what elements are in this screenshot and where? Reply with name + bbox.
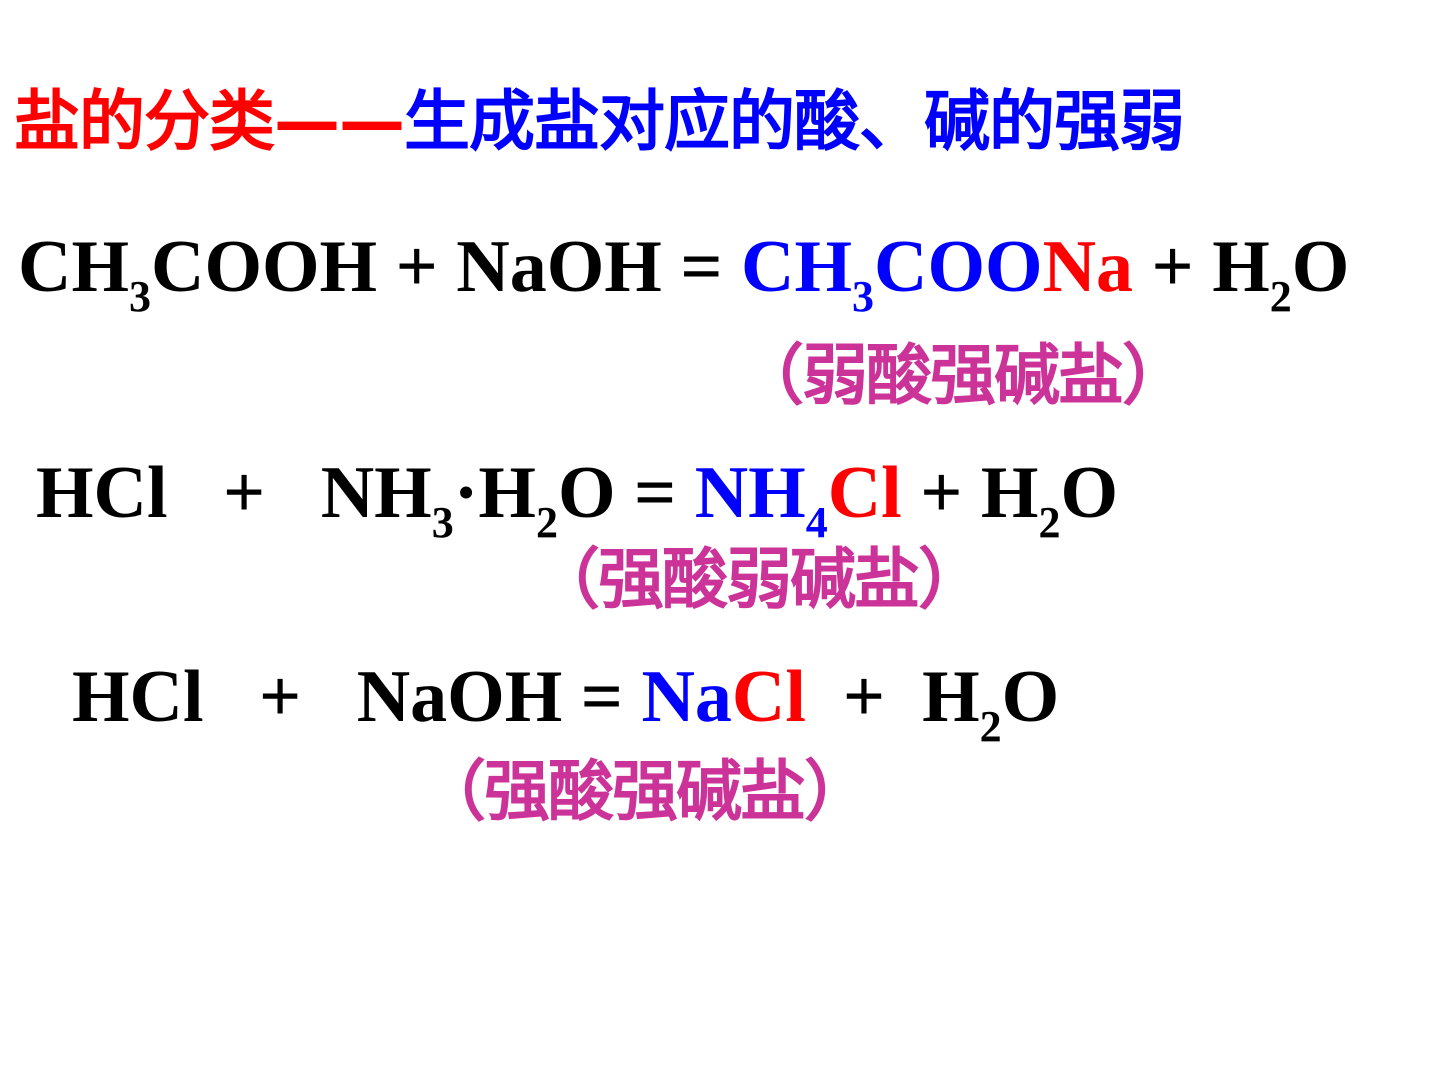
subscript: 2 <box>535 498 558 547</box>
formula-text: CH <box>741 226 853 308</box>
formula-text: CH <box>18 226 129 308</box>
equation-hcl-ammonia: HCl + NH3·H2O = NH4Cl + H2O <box>36 450 1119 545</box>
subscript: 3 <box>129 272 151 321</box>
formula-text: NH <box>694 452 806 534</box>
formula-text: + H <box>1133 226 1270 308</box>
formula-text: O <box>1001 656 1060 738</box>
title-topic: 生成盐对应的酸、碱的强弱 <box>404 83 1185 160</box>
formula-text: O <box>1291 226 1350 308</box>
subscript: 3 <box>431 498 454 547</box>
equation-acetic-acid-naoh: CH3COOH + NaOH = CH3COONa + H2O <box>18 224 1350 319</box>
salt-classification-strong-acid-strong-base: （强酸强碱盐） <box>420 753 870 830</box>
formula-text: + H <box>901 452 1039 534</box>
salt-anion: CH3COO <box>741 226 1043 319</box>
salt-classification-weak-acid-strong-base: （弱酸强碱盐） <box>738 337 1188 414</box>
formula-text: O <box>1060 452 1119 534</box>
title-prefix: 盐的分类—— <box>14 83 405 160</box>
subscript: 4 <box>805 498 828 547</box>
formula-text: COO <box>874 226 1043 308</box>
equation-hcl-naoh: HCl + NaOH = NaCl + H2O <box>72 654 1060 749</box>
subscript: 2 <box>1038 498 1061 547</box>
slide-title: 盐的分类——生成盐对应的酸、碱的强弱 <box>14 82 1185 162</box>
salt-cation: NH4 <box>694 452 828 545</box>
salt-cation: Na <box>1042 226 1134 308</box>
subscript: 3 <box>852 272 875 321</box>
salt-classification-strong-acid-weak-base: （强酸弱碱盐） <box>534 541 984 618</box>
formula-text: COOH + NaOH = <box>151 226 742 308</box>
formula-text: O = <box>557 452 695 534</box>
formula-text: HCl + NaOH = <box>72 656 642 738</box>
salt-cation: Na <box>641 656 732 738</box>
formula-text: + H <box>805 656 980 738</box>
subscript: 2 <box>1269 272 1292 321</box>
salt-anion: Cl <box>827 452 902 534</box>
formula-text: ·H <box>453 452 536 534</box>
subscript: 2 <box>979 702 1002 751</box>
salt-anion: Cl <box>731 656 806 738</box>
formula-text: HCl + NH <box>36 452 432 534</box>
